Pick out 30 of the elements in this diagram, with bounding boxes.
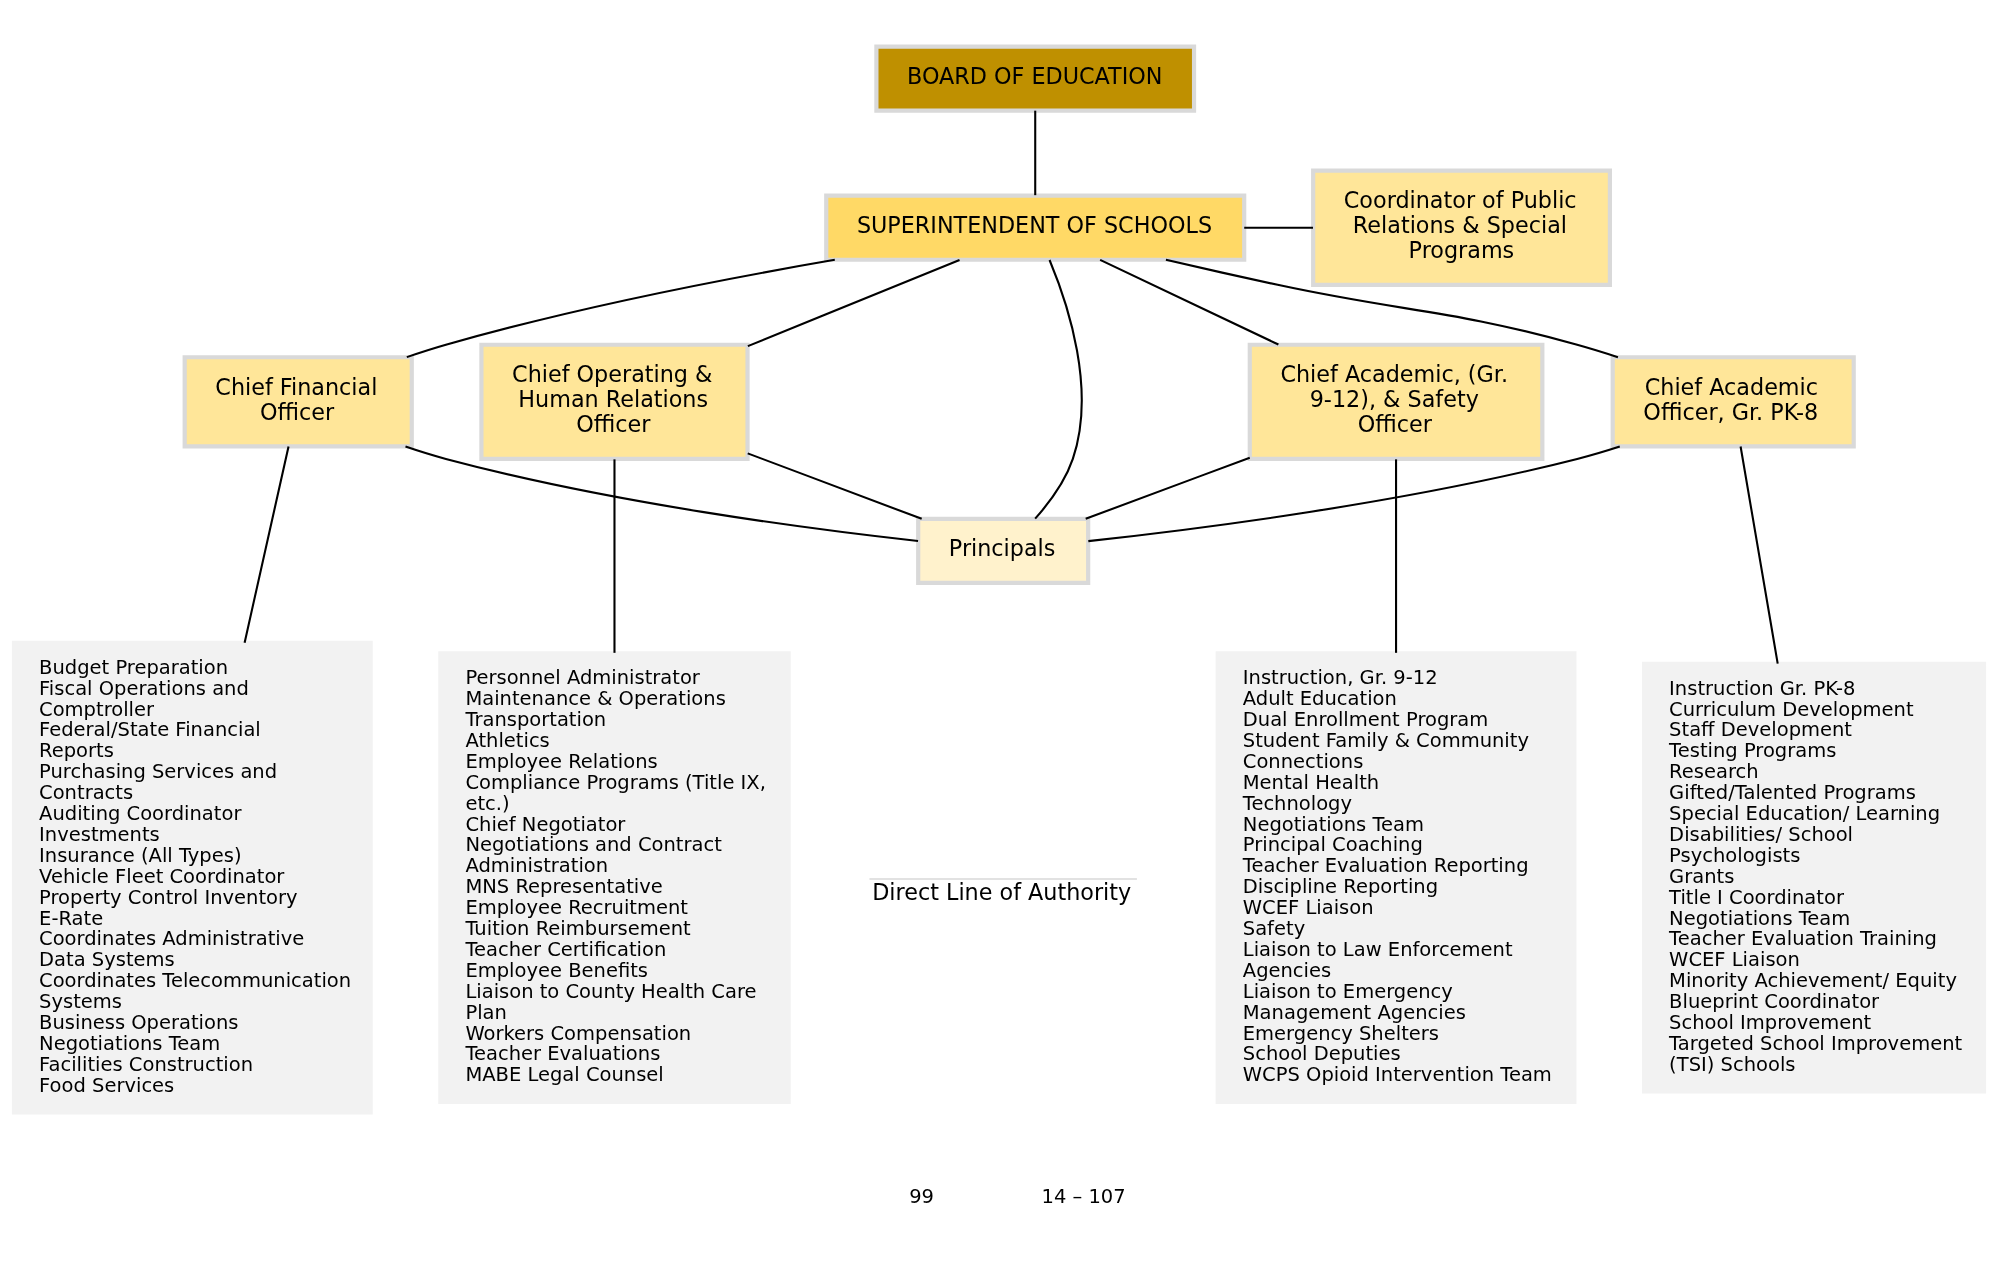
connector (405, 445, 919, 543)
label: 99 (909, 1184, 934, 1208)
node-box: Chief Academic, (Gr. 9-12), & Safety Officer (1247, 342, 1545, 462)
legend-label: Direct Line of Authority (872, 878, 1132, 905)
connector (243, 446, 290, 643)
node-box: BOARD OF EDUCATION (874, 44, 1197, 113)
connector (747, 452, 923, 520)
node-box: Budget Preparation Fiscal Operations and Comptroller Federal/State Financial Reports Purchasing Services and Contracts Auditing Coordinator Investments Insurance (All Types) Vehicle Fleet Coordinator Property Control Inventory E-Rate Coordinates Administrative Data Systems Coordinates Telecommunication Systems Business Operations Negotiations Team Facilities Construction Food Services (11, 640, 373, 1115)
connector (1099, 258, 1279, 346)
node-box: Principals (916, 516, 1091, 586)
connector (1034, 259, 1083, 520)
connector (1739, 446, 1779, 664)
node-box: Chief Academic Officer, Gr. PK-8 (1610, 355, 1856, 449)
connector (1395, 459, 1398, 653)
node-box: Chief Operating & Human Relations Officer (479, 342, 750, 462)
node-box: Personnel Administrator Maintenance & Operations Transportation Athletics Employee Relations Compliance Programs (Title IX, etc.) Chief Negotiator Negotiations and Contract Administration MNS Representative Employee Recruitment Tuition Reimbursement Teacher Certification Employee Benefits Liaison to County Health Care Plan Workers Compensation Teacher Evaluations MABE Legal Counsel (438, 651, 791, 1104)
node-box: SUPERINTENDENT OF SCHOOLS (824, 193, 1247, 262)
node-box: Chief Financial Officer (182, 355, 414, 449)
connector (1165, 258, 1619, 359)
connector (406, 258, 835, 359)
node-box: Instruction Gr. PK-8 Curriculum Development Staff Development Testing Programs Research Gifted/Talented Programs Special Education/ Learning Disabilities/ School Psychologists Grants Title I Coordinator Negotiations Team Teacher Evaluation Training WCEF Liaison Minority Achievement/ Equity Blueprint Coordinator School Improvement Targeted School Improvement (TSI) Schools (1641, 661, 1987, 1094)
connector (613, 459, 616, 653)
connector (747, 258, 960, 348)
connector (1034, 110, 1037, 196)
label: 14 – 107 (1041, 1184, 1126, 1208)
node-box: Instruction, Gr. 9-12 Adult Education Dual Enrollment Program Student Family & Community Connections Mental Health Technology Negotiations Team Principal Coaching Teacher Evaluation Reporting Discipline Reporting WCEF Liaison Safety Liaison to Law Enforcement Agencies Liaison to Emergency Management Agencies Emergency Shelters School Deputies WCPS Opioid Intervention Team (1215, 651, 1577, 1104)
node-box: Coordinator of Public Relations & Special Programs (1311, 168, 1612, 287)
connector (1244, 226, 1313, 229)
connector (1085, 456, 1251, 520)
connector (1088, 445, 1621, 543)
